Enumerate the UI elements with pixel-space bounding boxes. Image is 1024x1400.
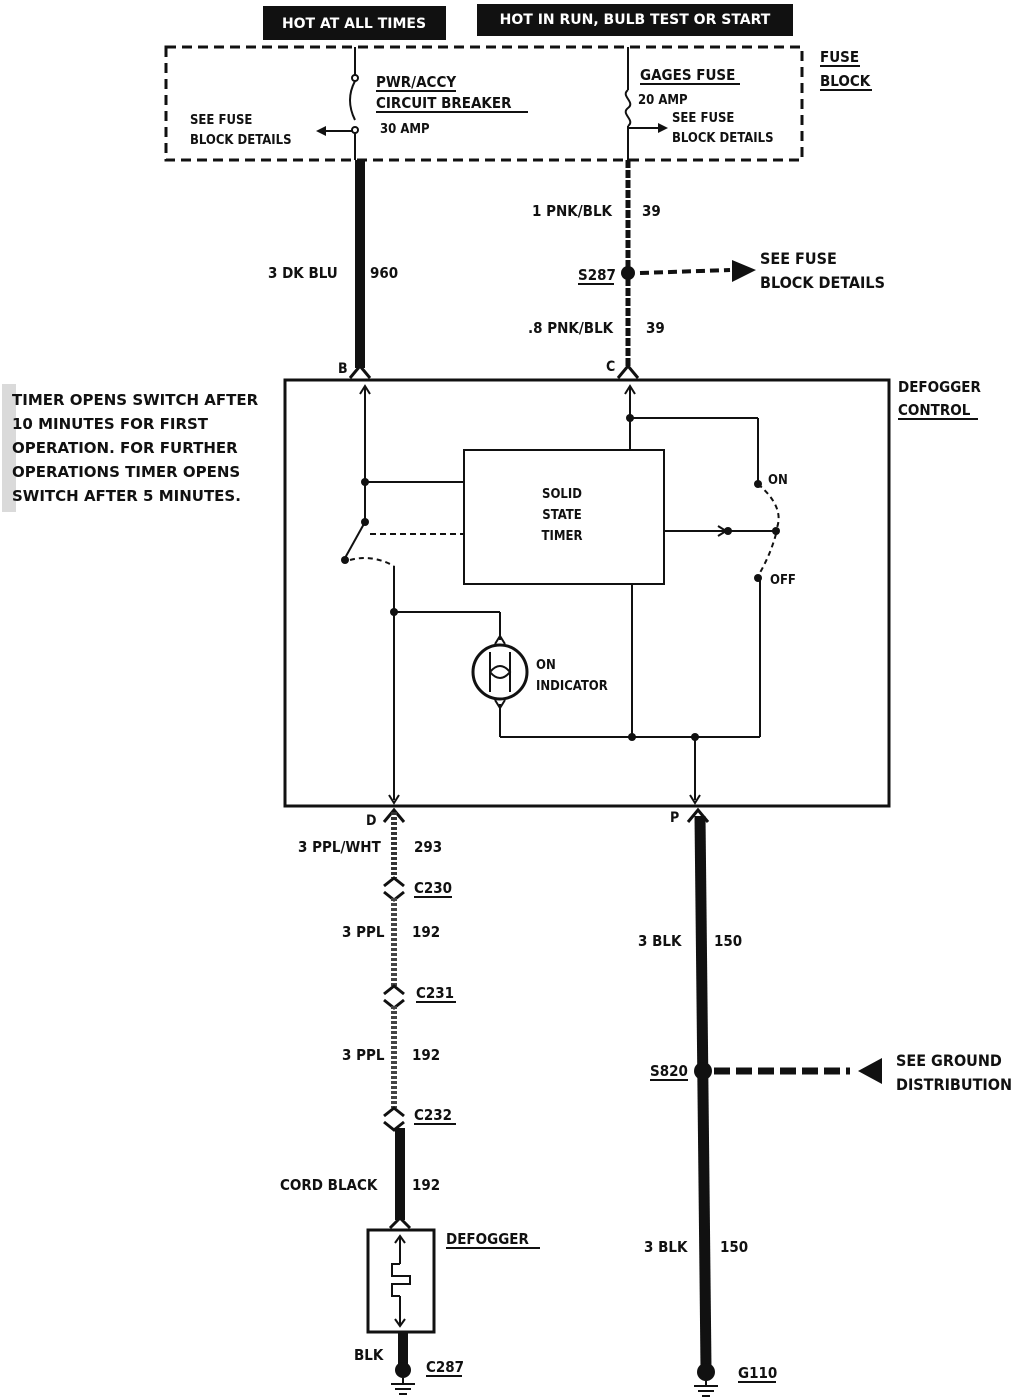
banner-hot-at-all-times: HOT AT ALL TIMES bbox=[263, 6, 446, 40]
solid-state-timer-box bbox=[463, 449, 665, 585]
connector-c230-label: C230 bbox=[414, 879, 452, 897]
fuse-name: GAGES FUSE bbox=[640, 66, 735, 84]
wire-960-gauge: 3 DK BLU bbox=[268, 264, 338, 282]
defogger-control-label-1: DEFOGGER bbox=[898, 378, 981, 396]
switch-common-contact bbox=[772, 527, 780, 535]
banner-hot-at-all-times-text: HOT AT ALL TIMES bbox=[282, 16, 426, 32]
wire-150 bbox=[694, 815, 712, 1369]
banner-hot-in-run-text: HOT IN RUN, BULB TEST OR START bbox=[500, 12, 771, 28]
wire-150-lower-gauge: 3 BLK bbox=[644, 1238, 688, 1256]
s820-see-2: DISTRIBUTION bbox=[896, 1075, 1012, 1094]
wire-293-circuit: 293 bbox=[414, 838, 442, 856]
breaker-see-1: SEE FUSE bbox=[190, 113, 252, 128]
ground-g110-label: G110 bbox=[738, 1364, 777, 1382]
timer-label-1: SOLID bbox=[542, 487, 582, 502]
relay-contact-1 bbox=[361, 518, 369, 526]
switch-on-label: ON bbox=[768, 473, 788, 488]
s820-see-1: SEE GROUND bbox=[896, 1051, 1002, 1070]
switch-off-contact bbox=[754, 574, 762, 582]
splice-s287-dot bbox=[621, 266, 635, 280]
on-indicator-lamp-icon bbox=[471, 643, 529, 701]
connector-c231-label: C231 bbox=[416, 984, 454, 1002]
splice-s820-label: S820 bbox=[650, 1062, 688, 1080]
timer-note-4: OPERATIONS TIMER OPENS bbox=[12, 463, 240, 481]
circuit-breaker-symbol bbox=[316, 47, 359, 160]
fuse-rating: 20 AMP bbox=[638, 93, 688, 108]
pin-p-label: P bbox=[670, 810, 679, 826]
wire-39-lower-circuit: 39 bbox=[646, 319, 665, 337]
breaker-rating: 30 AMP bbox=[380, 122, 430, 137]
wire-293-gauge: 3 PPL/WHT bbox=[298, 838, 382, 856]
wire-192-b-gauge: 3 PPL bbox=[342, 1046, 385, 1064]
switch-pivot-dot bbox=[724, 527, 732, 535]
wire-cord-circuit: 192 bbox=[412, 1176, 440, 1194]
banner-hot-in-run: HOT IN RUN, BULB TEST OR START bbox=[477, 4, 793, 36]
junction-dot-2 bbox=[390, 608, 398, 616]
pin-d-label: D bbox=[366, 813, 376, 829]
switch-on-contact bbox=[754, 480, 762, 488]
fuse-block-label-2: BLOCK bbox=[820, 72, 871, 90]
fuse-block-outline bbox=[164, 45, 804, 162]
defogger-label: DEFOGGER bbox=[446, 1230, 529, 1248]
indicator-label-2: INDICATOR bbox=[536, 679, 608, 694]
timer-label-3: TIMER bbox=[542, 529, 583, 544]
wire-192-b-circuit: 192 bbox=[412, 1046, 440, 1064]
wire-39-upper-circuit: 39 bbox=[642, 202, 661, 220]
junction-dot-1 bbox=[361, 478, 369, 486]
connector-c231 bbox=[383, 984, 405, 1010]
fuse-see-1: SEE FUSE bbox=[672, 111, 734, 126]
junction-dot-4 bbox=[628, 733, 636, 741]
fuse-see-2: BLOCK DETAILS bbox=[672, 131, 774, 146]
timer-note-2: 10 MINUTES FOR FIRST bbox=[12, 415, 209, 433]
connector-c230 bbox=[383, 876, 405, 902]
wire-150-lower-circuit: 150 bbox=[720, 1238, 748, 1256]
ground-c287-icon bbox=[391, 1362, 415, 1395]
defogger-ground-wire-label: BLK bbox=[354, 1346, 384, 1364]
control-internal-wiring bbox=[344, 384, 780, 805]
pin-c-label: C bbox=[606, 359, 615, 375]
splice-s287-label: S287 bbox=[578, 266, 616, 284]
gages-fuse-symbol bbox=[624, 47, 668, 160]
breaker-name-2: CIRCUIT BREAKER bbox=[376, 94, 512, 112]
wire-39-lower-gauge: .8 PNK/BLK bbox=[528, 319, 614, 337]
pin-b-label: B bbox=[338, 361, 348, 377]
wire-960-circuit: 960 bbox=[370, 264, 398, 282]
junction-dot-5 bbox=[691, 733, 699, 741]
wire-150-upper-gauge: 3 BLK bbox=[638, 932, 682, 950]
connector-c232-label: C232 bbox=[414, 1106, 452, 1124]
timer-note-5: SWITCH AFTER 5 MINUTES. bbox=[12, 487, 241, 505]
wire-192-a-circuit: 192 bbox=[412, 923, 440, 941]
timer-note: TIMER OPENS SWITCH AFTER 10 MINUTES FOR … bbox=[2, 384, 259, 512]
defogger-control-box bbox=[283, 378, 891, 808]
indicator-label-1: ON bbox=[536, 658, 556, 673]
ground-c287-label: C287 bbox=[426, 1358, 464, 1376]
wire-192-a-gauge: 3 PPL bbox=[342, 923, 385, 941]
switch-off-label: OFF bbox=[770, 573, 796, 588]
ground-g110-icon bbox=[694, 1363, 718, 1397]
splice-s820-dot bbox=[694, 1062, 712, 1080]
wire-39-upper-gauge: 1 PNK/BLK bbox=[532, 202, 613, 220]
junction-dot-3 bbox=[626, 414, 634, 422]
breaker-see-2: BLOCK DETAILS bbox=[190, 133, 292, 148]
timer-note-3: OPERATION. FOR FURTHER bbox=[12, 439, 238, 457]
defogger-control-label-2: CONTROL bbox=[898, 401, 971, 419]
s287-see-2: BLOCK DETAILS bbox=[760, 273, 885, 292]
wire-cord-gauge: CORD BLACK bbox=[280, 1176, 378, 1194]
fuse-block-label-1: FUSE bbox=[820, 48, 859, 66]
breaker-name-1: PWR/ACCY bbox=[376, 73, 456, 91]
timer-note-1: TIMER OPENS SWITCH AFTER bbox=[12, 391, 259, 409]
timer-label-2: STATE bbox=[542, 508, 581, 523]
wire-150-upper-circuit: 150 bbox=[714, 932, 742, 950]
relay-contact-2 bbox=[341, 556, 349, 564]
connector-c232 bbox=[383, 1106, 405, 1132]
defogger-heater-icon bbox=[391, 1234, 411, 1328]
s287-see-1: SEE FUSE bbox=[760, 249, 837, 268]
